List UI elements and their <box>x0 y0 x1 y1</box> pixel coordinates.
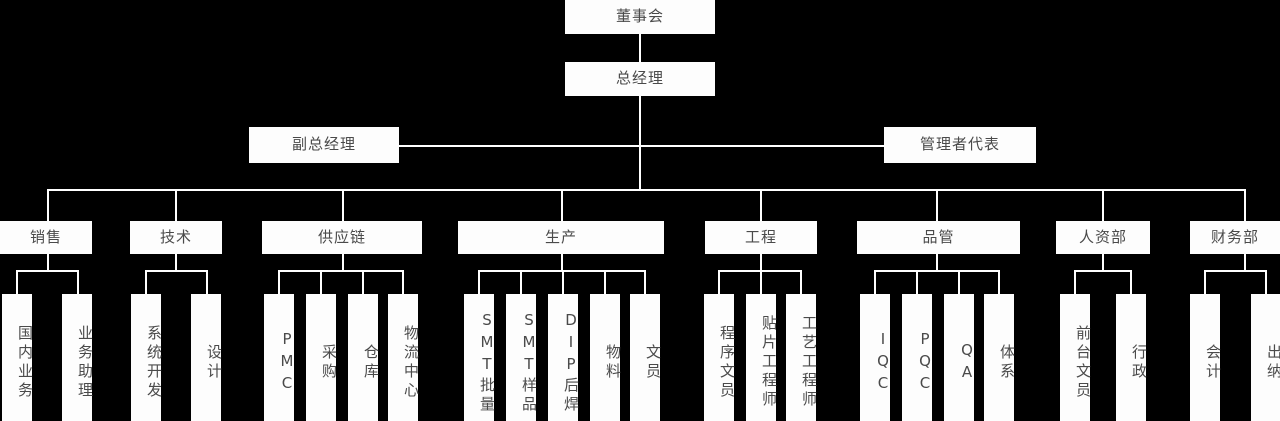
connector-bus-to-sales <box>47 189 49 221</box>
connector-engineering-to-program-clerk <box>718 270 720 294</box>
node-leaf-design[interactable]: 设计 <box>191 294 223 421</box>
connector-supply-chain-stem <box>342 254 344 272</box>
connector-engineering-to-process-engineer <box>800 270 802 294</box>
connector-supply-chain-to-logistics-center <box>402 270 404 294</box>
node-leaf-domestic-business[interactable]: 国内业务 <box>2 294 34 421</box>
connector-gm-trunk <box>639 96 641 190</box>
connector-sales-to-domestic-business <box>16 270 18 294</box>
connector-finance-to-accounting <box>1204 270 1206 294</box>
connector-quality-stem <box>936 254 938 272</box>
connector-technology-to-system-development <box>145 270 147 294</box>
node-dept-quality[interactable]: 品管 <box>857 221 1020 254</box>
node-leaf-front-desk-clerk[interactable]: 前台文员 <box>1060 294 1092 421</box>
connector-quality-to-iqc <box>874 270 876 294</box>
connector-bus-to-production <box>561 189 563 221</box>
connector-supply-chain-branch-bus <box>278 270 404 272</box>
node-leaf-qa[interactable]: QA <box>944 294 976 421</box>
connector-bus-to-hr <box>1102 189 1104 221</box>
node-leaf-dip-soldering[interactable]: DIP后焊 <box>548 294 580 421</box>
connector-production-to-smt-sample <box>520 270 522 294</box>
connector-sales-branch-bus <box>16 270 79 272</box>
connector-production-to-dip-soldering <box>562 270 564 294</box>
node-deputy-general-manager[interactable]: 副总经理 <box>249 127 399 163</box>
connector-sales-stem <box>47 254 49 272</box>
node-leaf-smt-mass[interactable]: SMT批量 <box>464 294 496 421</box>
connector-bus-to-finance <box>1244 189 1246 221</box>
connector-sales-to-business-assistant <box>77 270 79 294</box>
node-general-manager[interactable]: 总经理 <box>565 62 715 96</box>
connector-department-bus <box>47 189 1245 191</box>
node-leaf-logistics-center[interactable]: 物流中心 <box>388 294 420 421</box>
connector-engineering-stem <box>760 254 762 272</box>
node-leaf-material[interactable]: 物料 <box>590 294 622 421</box>
connector-technology-stem <box>175 254 177 272</box>
node-leaf-process-engineer[interactable]: 工艺工程师 <box>786 294 818 421</box>
connector-hr-branch-bus <box>1074 270 1132 272</box>
node-leaf-iqc[interactable]: IQC <box>860 294 892 421</box>
connector-production-to-clerk <box>644 270 646 294</box>
connector-board-to-gm <box>639 34 641 62</box>
node-leaf-cashier[interactable]: 出纳 <box>1251 294 1280 421</box>
connector-production-to-smt-mass <box>478 270 480 294</box>
connector-hr-to-front-desk-clerk <box>1074 270 1076 294</box>
connector-quality-to-qa <box>958 270 960 294</box>
node-dept-production[interactable]: 生产 <box>458 221 664 254</box>
node-leaf-purchasing[interactable]: 采购 <box>306 294 338 421</box>
node-dept-finance[interactable]: 财务部 <box>1190 221 1280 254</box>
connector-finance-to-cashier <box>1265 270 1267 294</box>
connector-finance-stem <box>1244 254 1246 272</box>
node-management-representative[interactable]: 管理者代表 <box>884 127 1036 163</box>
connector-production-stem <box>561 254 563 272</box>
connector-finance-branch-bus <box>1204 270 1267 272</box>
connector-supply-chain-to-pmc <box>278 270 280 294</box>
node-dept-sales[interactable]: 销售 <box>0 221 92 254</box>
node-leaf-smt-sample[interactable]: SMT样品 <box>506 294 538 421</box>
connector-technology-branch-bus <box>145 270 208 272</box>
node-dept-supply-chain[interactable]: 供应链 <box>262 221 422 254</box>
node-dept-technology[interactable]: 技术 <box>130 221 222 254</box>
connector-bus-to-supply-chain <box>342 189 344 221</box>
node-leaf-accounting[interactable]: 会计 <box>1190 294 1222 421</box>
node-leaf-system[interactable]: 体系 <box>984 294 1016 421</box>
node-dept-hr[interactable]: 人资部 <box>1056 221 1150 254</box>
connector-supply-chain-to-warehouse <box>362 270 364 294</box>
connector-bus-to-quality <box>936 189 938 221</box>
node-board[interactable]: 董事会 <box>565 0 715 34</box>
connector-quality-branch-bus <box>874 270 1000 272</box>
node-leaf-clerk-production[interactable]: 文员 <box>630 294 662 421</box>
connector-supply-chain-to-purchasing <box>320 270 322 294</box>
connector-technology-to-design <box>206 270 208 294</box>
node-leaf-warehouse[interactable]: 仓库 <box>348 294 380 421</box>
connector-bus-to-technology <box>175 189 177 221</box>
connector-quality-to-system <box>998 270 1000 294</box>
connector-quality-to-pqc <box>916 270 918 294</box>
node-dept-engineering[interactable]: 工程 <box>705 221 817 254</box>
connector-staff-line <box>399 145 884 147</box>
node-leaf-smt-engineer[interactable]: 贴片工程师 <box>746 294 778 421</box>
connector-hr-stem <box>1102 254 1104 272</box>
connector-hr-to-administration <box>1130 270 1132 294</box>
node-leaf-pmc[interactable]: PMC <box>264 294 296 421</box>
node-leaf-system-development[interactable]: 系统开发 <box>131 294 163 421</box>
node-leaf-administration[interactable]: 行政 <box>1116 294 1148 421</box>
connector-bus-to-engineering <box>760 189 762 221</box>
connector-production-to-material <box>604 270 606 294</box>
node-leaf-business-assistant[interactable]: 业务助理 <box>62 294 94 421</box>
node-leaf-pqc[interactable]: PQC <box>902 294 934 421</box>
connector-engineering-to-smt-engineer <box>760 270 762 294</box>
node-leaf-program-clerk[interactable]: 程序文员 <box>704 294 736 421</box>
